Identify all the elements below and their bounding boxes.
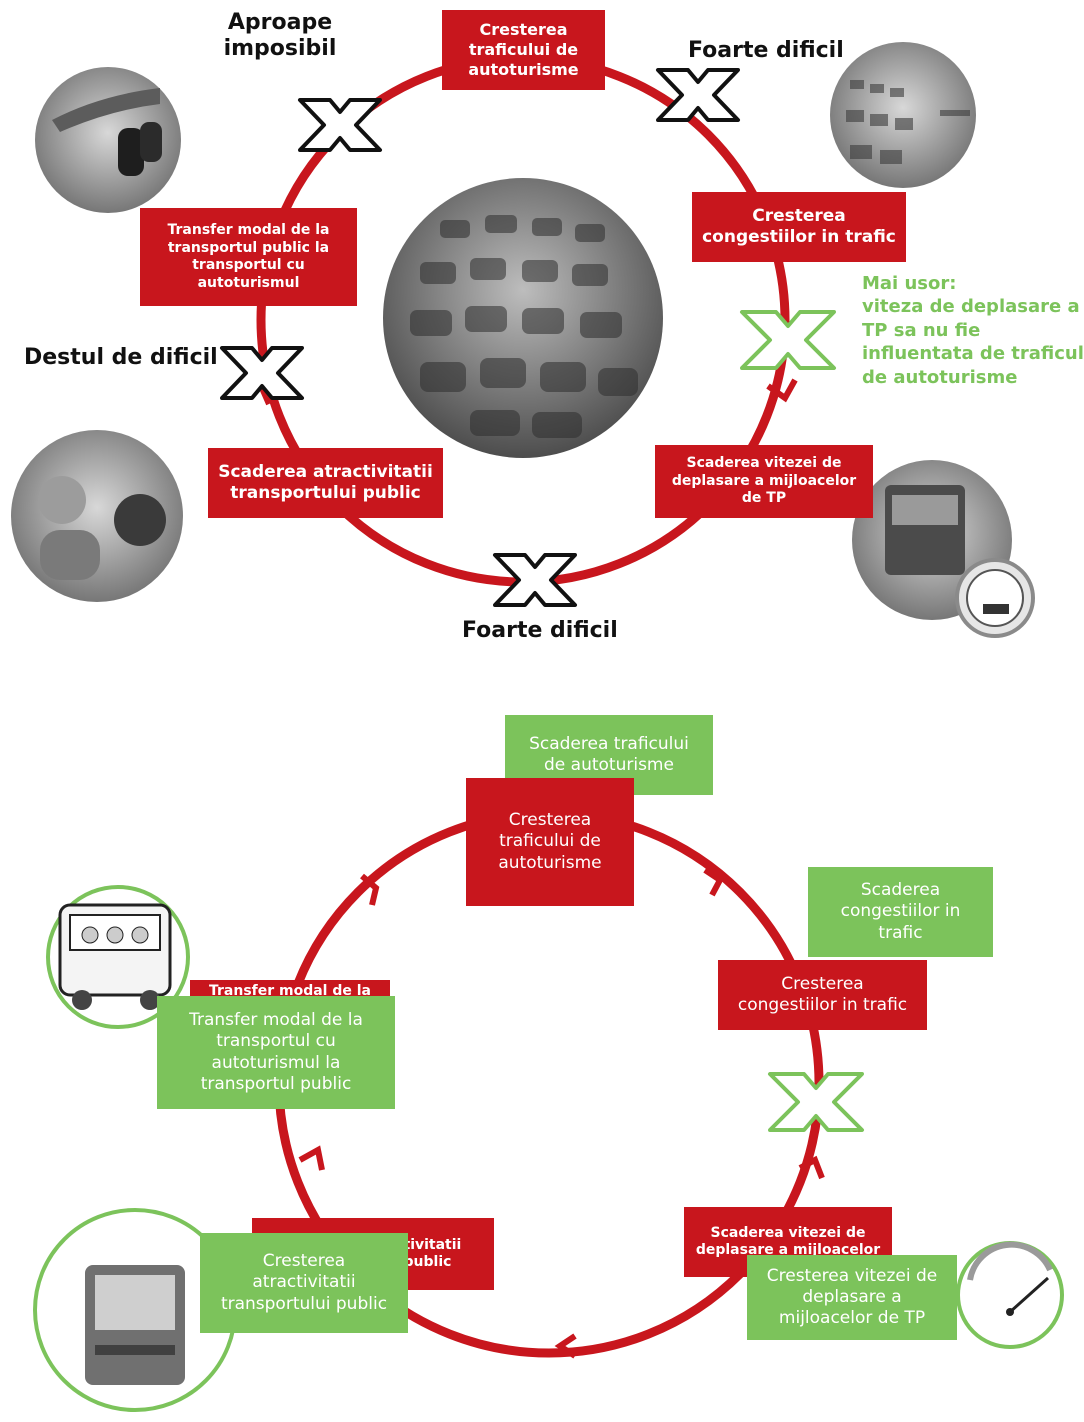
cross-icon-bottom-easier — [768, 1072, 864, 1132]
cross-icon-easier — [740, 310, 836, 370]
label-very-difficult-top: Foarte dificil — [688, 38, 844, 63]
node-pt-attractiveness-increase: Cresterea atractivitatii transportului p… — [200, 1233, 408, 1333]
label-very-difficult-bottom: Foarte dificil — [462, 618, 618, 643]
label-almost-impossible: Aproape imposibil — [223, 10, 337, 62]
highway-traffic-photo — [830, 42, 976, 188]
cross-icon-very-difficult-bottom — [493, 553, 577, 607]
cross-icon-fairly-difficult — [220, 346, 304, 400]
node-car-traffic-increase-bottom: Cresterea traficului de autoturisme — [466, 778, 634, 906]
cross-icon-almost-impossible — [298, 98, 382, 152]
bus-cartoon-illustration — [46, 885, 190, 1029]
gauge-illustration — [956, 1241, 1064, 1349]
node-congestion-increase-bottom: Cresterea congestiilor in trafic — [718, 960, 927, 1030]
node-pt-attractiveness-decrease: Scaderea atractivitatii transportului pu… — [208, 448, 443, 518]
node-pt-speed-increase: Cresterea vitezei de deplasare a mijloac… — [747, 1255, 957, 1340]
node-pt-speed-decrease: Scaderea vitezei de deplasare a mijloace… — [655, 445, 873, 518]
bus-passengers-photo — [11, 430, 183, 602]
label-easier-note: Mai usor: viteza de deplasare a TP sa nu… — [862, 273, 1084, 388]
bottom-cycle-arrows — [298, 867, 825, 1359]
bus-speedometer-photo — [852, 460, 1035, 638]
traffic-jam-photo — [383, 178, 663, 458]
node-car-traffic-increase: Cresterea traficului de autoturisme — [442, 10, 605, 90]
bus-front-illustration — [33, 1208, 237, 1412]
node-congestion-increase: Cresterea congestiilor in trafic — [692, 192, 906, 262]
label-fairly-difficult: Destul de dificil — [24, 345, 218, 370]
node-modal-shift-to-car: Transfer modal de la transportul public … — [140, 208, 357, 306]
node-congestion-decrease: Scaderea congestiilor in trafic — [808, 867, 993, 957]
node-modal-shift-to-pt: Transfer modal de la transportul cu auto… — [157, 996, 395, 1109]
car-keys-photo — [35, 67, 181, 213]
cross-icon-very-difficult-top — [656, 68, 740, 122]
speedometer-icon — [955, 558, 1035, 638]
